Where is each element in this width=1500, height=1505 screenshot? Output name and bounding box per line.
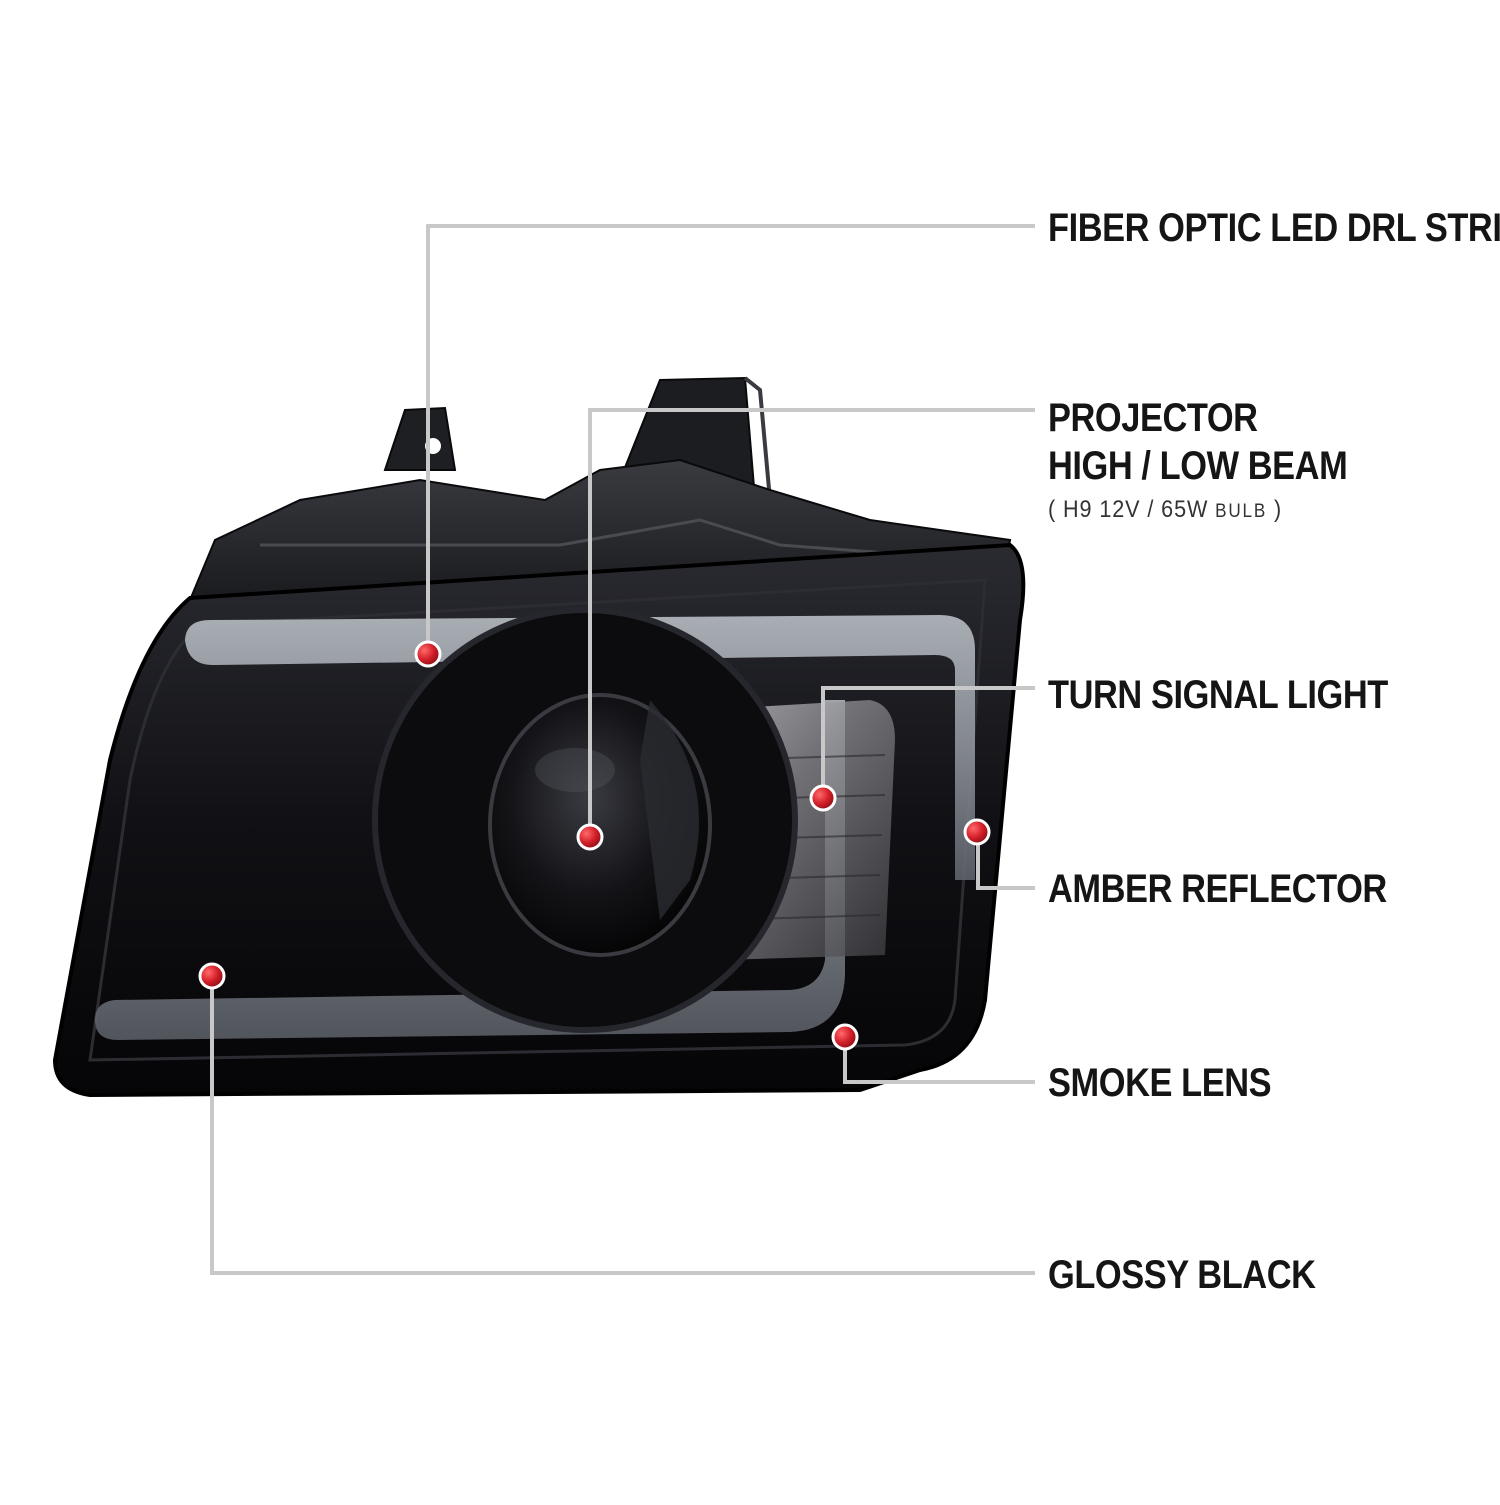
callout-smoke-label: SMOKE LENS: [1048, 1061, 1272, 1105]
lens-inner-rim: [88, 578, 987, 1062]
callout-turn-label: TURN SIGNAL LIGHT: [1048, 673, 1388, 717]
bulb-note-open: (: [1048, 496, 1057, 523]
callout-projector-line1: PROJECTOR: [1048, 396, 1258, 440]
leader-line-turn: [821, 686, 1035, 796]
leader-line-smoke: [843, 1036, 1035, 1084]
marker-drl: [414, 640, 442, 668]
callout-amber-label: AMBER REFLECTOR: [1048, 867, 1387, 911]
drl-strip-upper: [185, 615, 975, 880]
bulb-note-spec: H9 12V / 65W: [1063, 496, 1209, 523]
projector-highlight: [535, 748, 615, 792]
marker-smoke: [831, 1023, 859, 1051]
leader-line-glossy: [210, 976, 1035, 1275]
markers: [198, 640, 991, 1051]
leader-lines: [210, 224, 1035, 1275]
mounting-tab-left: [383, 406, 457, 471]
projector-shroud: [640, 700, 699, 920]
bulb-note-bulb: BULB: [1215, 501, 1268, 522]
leader-line-amber: [976, 832, 1035, 890]
callout-glossy-label: GLOSSY BLACK: [1048, 1253, 1316, 1297]
housing-top-ridge: [260, 518, 981, 562]
marker-projector: [576, 823, 604, 851]
bulb-note-close: ): [1273, 496, 1283, 523]
leader-line-projector: [588, 408, 1035, 836]
marker-amber: [963, 818, 991, 846]
drl-strip-lower: [95, 700, 845, 1040]
callout-projector-line2: HIGH / LOW BEAM: [1048, 444, 1348, 488]
marker-glossy: [198, 962, 226, 990]
callout-drl-label: FIBER OPTIC LED DRL STRIP: [1048, 206, 1500, 250]
marker-turn: [809, 784, 837, 812]
leader-line-drl: [426, 224, 1035, 652]
callout-projector-bulb-note: ( H9 12V / 65W BULB ): [1048, 496, 1282, 526]
